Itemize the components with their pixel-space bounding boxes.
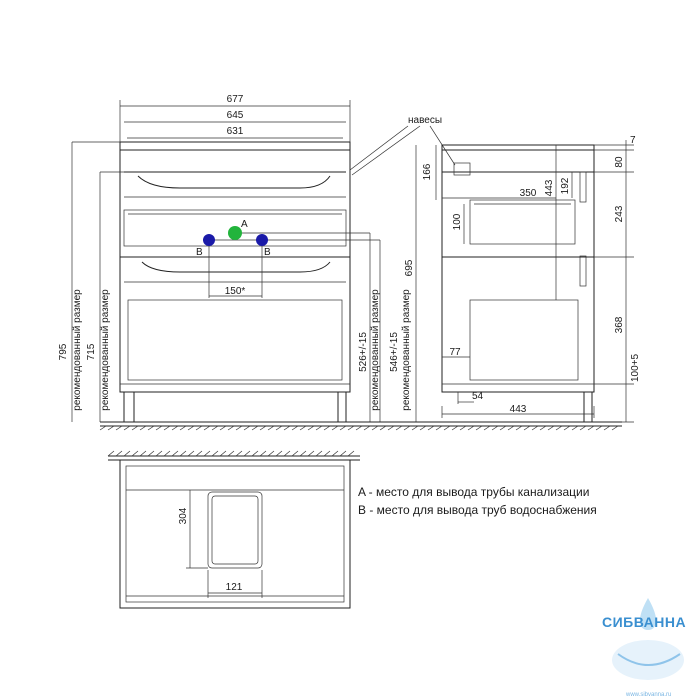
dim-7: 7 (630, 135, 636, 146)
dim-150: 150* (225, 286, 246, 297)
plan-inner-outline (125, 465, 345, 603)
dim-631: 631 (227, 126, 244, 137)
point-a-marker (228, 226, 242, 240)
hinge-leader-1 (349, 125, 409, 171)
bathtub-icon (612, 640, 684, 680)
side-cabinet-outline (441, 144, 595, 393)
dim-54: 54 (472, 391, 484, 402)
dim-368: 368 (614, 316, 625, 333)
dim-192: 192 (560, 177, 571, 194)
watermark-url: www.sibvanna.ru (625, 692, 671, 698)
point-b-right-label: B (264, 247, 271, 258)
drop-icon (640, 598, 656, 630)
dim-77: 77 (449, 347, 461, 358)
floor-hatch (99, 425, 619, 431)
dim-526: 526+/-15 (358, 332, 369, 372)
rec-size-1: рекомендованный размер (72, 289, 83, 411)
dim-304: 304 (178, 507, 189, 524)
front-lower-compartment (127, 299, 343, 381)
watermark-logo: СИБВАННА www.sibvanna.ru (602, 598, 686, 698)
dim-677: 677 (227, 94, 244, 105)
dim-443v: 443 (544, 179, 555, 196)
side-front-handle-1 (579, 171, 587, 203)
front-view: 677 645 631 навесы A B B 150* 795 рекоме… (58, 94, 456, 422)
side-front-handle-2 (579, 255, 587, 287)
front-inner-shelf (123, 209, 347, 247)
dim-350: 350 (520, 188, 537, 199)
dim-695: 695 (404, 259, 415, 276)
rec-size-4: рекомендованный размер (401, 289, 412, 411)
side-view: 166 100 443 192 350 77 54 443 7 80 (422, 135, 641, 423)
upper-drawer-handle (137, 175, 331, 189)
point-b-left-marker (203, 234, 215, 246)
dim-121: 121 (226, 582, 243, 593)
point-b-left-label: B (196, 247, 203, 258)
plan-cutout-inner (211, 495, 259, 565)
legend: A - место для вывода трубы канализации B… (358, 485, 597, 517)
dim-715: 715 (86, 343, 97, 360)
dim-166: 166 (422, 163, 433, 180)
front-cabinet-outline (119, 141, 351, 393)
legend-a: A - место для вывода трубы канализации (358, 485, 589, 499)
rec-size-3: рекомендованный размер (370, 289, 381, 411)
dim-795: 795 (58, 343, 69, 360)
point-a-label: A (241, 219, 248, 230)
hinges-label: навесы (408, 115, 442, 126)
plan-view: 304 121 (107, 450, 360, 609)
dim-80: 80 (614, 156, 625, 168)
plan-cutout (207, 491, 263, 569)
side-hinge-box (453, 162, 471, 176)
plan-cabinet-outline (119, 459, 351, 609)
legend-b: B - место для вывода труб водоснабжения (358, 503, 597, 517)
dim-243: 243 (614, 205, 625, 222)
watermark-brand: СИБВАННА (602, 614, 686, 630)
wall-hatch (107, 450, 355, 457)
hinge-leader-2 (351, 125, 421, 176)
dim-645: 645 (227, 110, 244, 121)
side-lower-drawer (469, 299, 579, 381)
rec-size-2: рекомендованный размер (100, 289, 111, 411)
dim-100: 100 (452, 213, 463, 230)
floor (99, 421, 622, 431)
point-b-right-marker (256, 234, 268, 246)
dim-546: 546+/-15 (389, 332, 400, 372)
bathtub-rim-icon (617, 653, 681, 666)
dim-100-5: 100+5 (630, 354, 641, 383)
side-upper-drawer (469, 199, 576, 245)
dim-443h: 443 (510, 404, 527, 415)
lower-drawer-handle (141, 261, 331, 273)
